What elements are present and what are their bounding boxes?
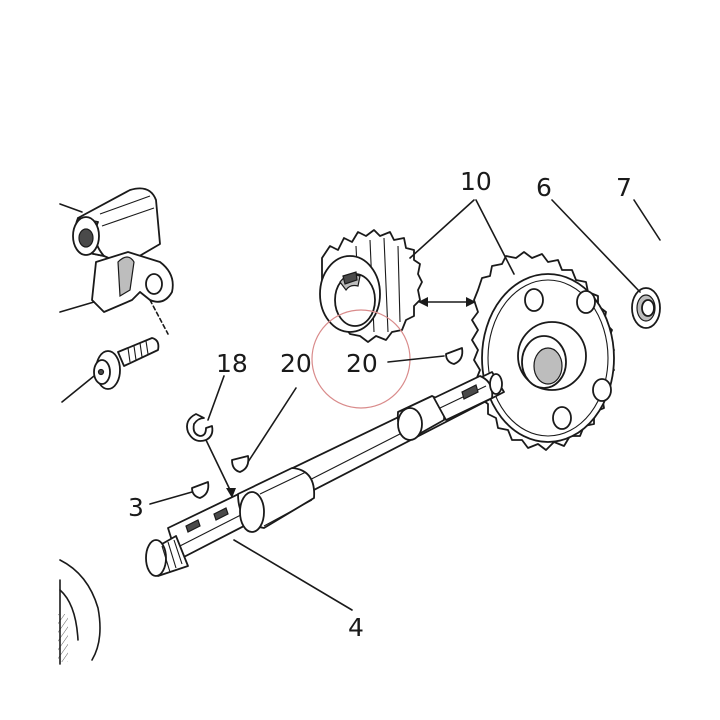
callout-7: 7 <box>616 173 632 202</box>
circlip <box>186 413 214 442</box>
washer <box>631 287 661 329</box>
small-gear <box>319 229 423 343</box>
callout-20-left: 20 <box>280 349 312 378</box>
callout-6: 6 <box>536 173 552 202</box>
callout-4: 4 <box>348 613 364 642</box>
key-3 <box>191 481 210 499</box>
callout-3: 3 <box>128 493 144 522</box>
callout-18: 18 <box>216 349 248 378</box>
main-shaft <box>145 371 505 577</box>
leader-lines <box>149 199 661 611</box>
large-gear <box>471 251 615 451</box>
callout-10: 10 <box>460 167 492 196</box>
mesh-arrow <box>418 297 476 307</box>
lever-bracket <box>59 187 174 335</box>
key-20-lower <box>231 455 250 473</box>
callout-20-right: 20 <box>346 349 378 378</box>
key-20-upper <box>445 347 464 365</box>
housing-fragment <box>58 559 101 665</box>
screw <box>61 337 160 403</box>
